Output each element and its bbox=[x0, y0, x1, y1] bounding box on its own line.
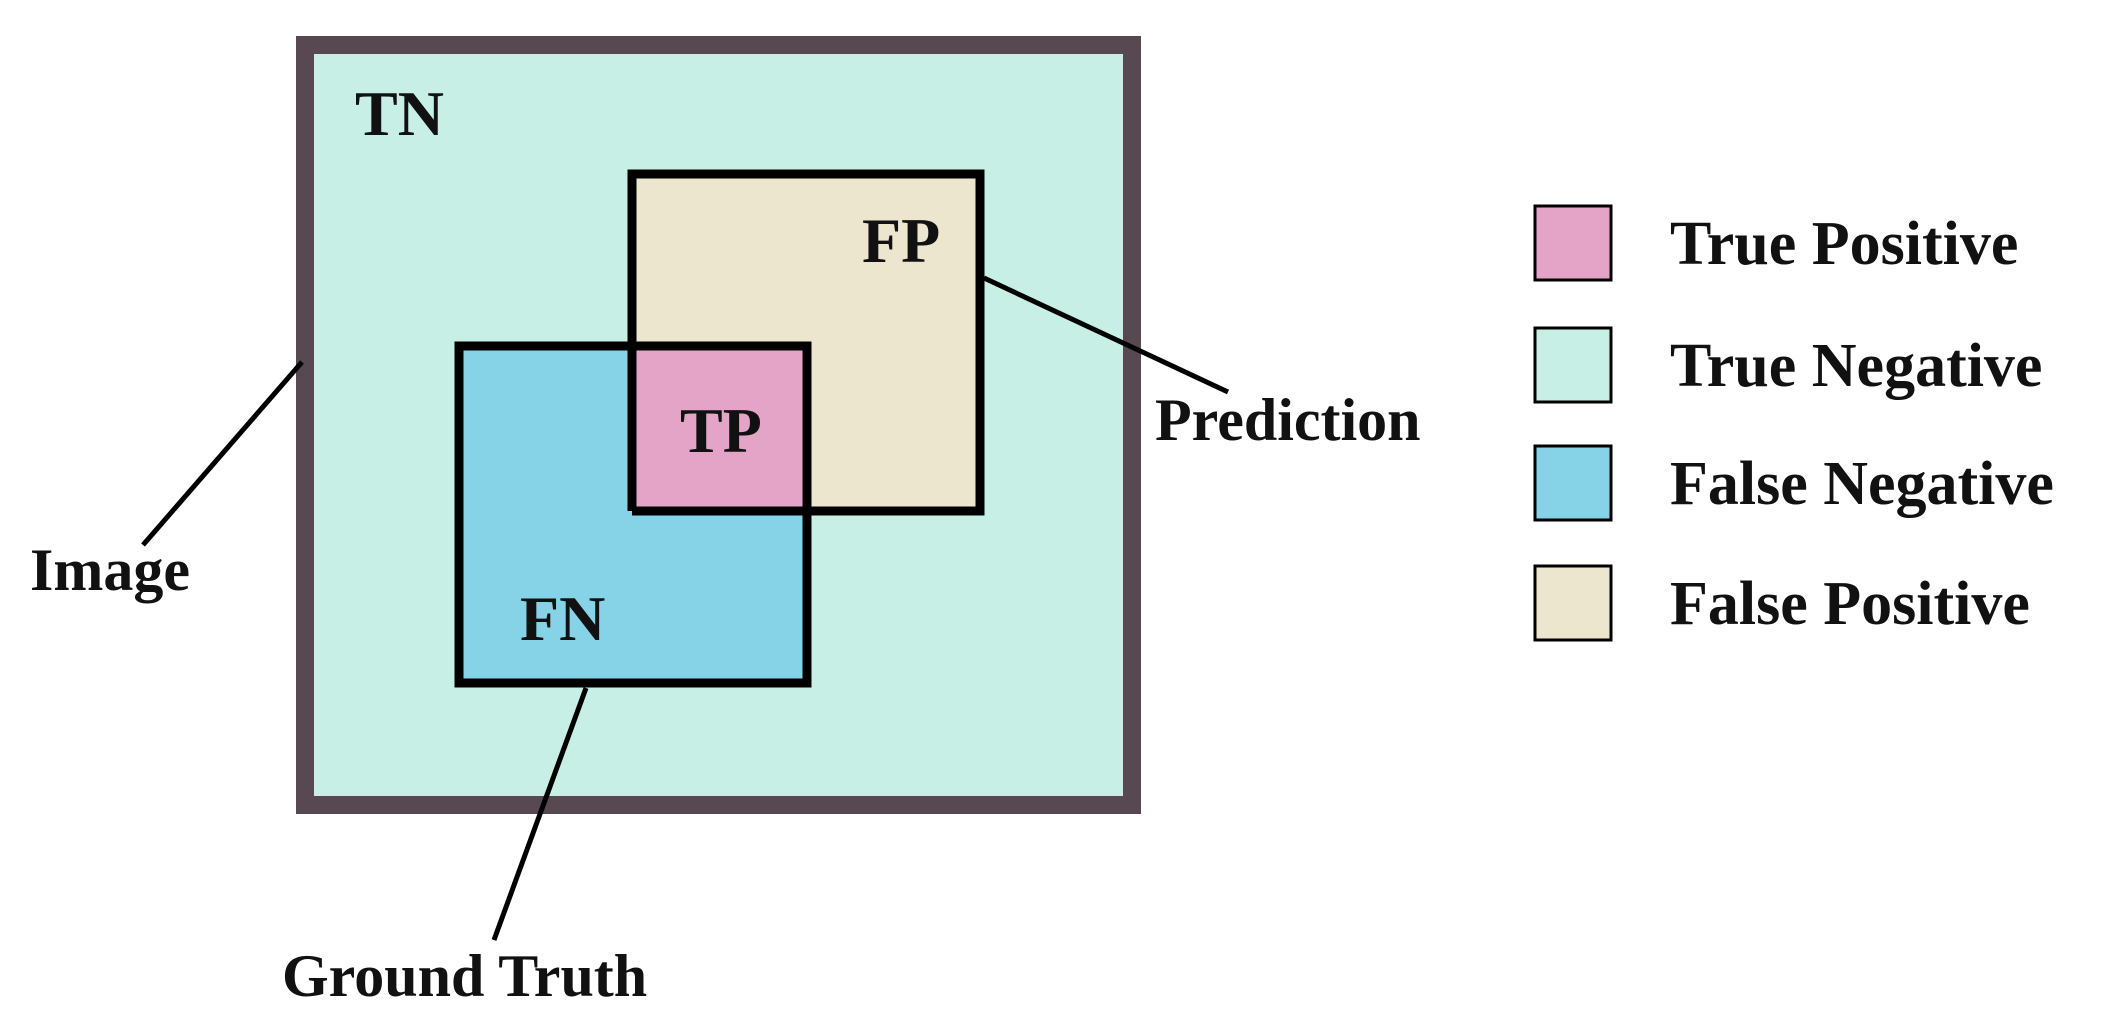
legend-item-true-positive: True Positive bbox=[1533, 204, 2018, 282]
legend-label-true-negative: True Negative bbox=[1670, 332, 2042, 400]
legend-item-true-negative: True Negative bbox=[1533, 326, 2042, 404]
legend-label-true-positive: True Positive bbox=[1670, 210, 2018, 278]
prediction-leader-line bbox=[982, 275, 1230, 395]
image-leader-line bbox=[141, 360, 304, 547]
legend-swatch-false-positive bbox=[1533, 564, 1613, 642]
ground-truth-leader-line bbox=[491, 687, 589, 941]
legend-swatch-true-negative bbox=[1533, 326, 1613, 404]
image-callout-label: Image bbox=[30, 537, 190, 603]
legend-label-false-positive: False Positive bbox=[1670, 570, 2030, 638]
true-positive-overlap bbox=[632, 346, 807, 511]
fn-label: FN bbox=[520, 583, 605, 654]
legend: True Positive True Negative False Negati… bbox=[1533, 204, 2054, 642]
ground-truth-callout-label: Ground Truth bbox=[282, 943, 647, 1009]
legend-label-false-negative: False Negative bbox=[1670, 450, 2054, 518]
tp-label: TP bbox=[680, 395, 762, 466]
legend-swatch-true-positive bbox=[1533, 204, 1613, 282]
legend-item-false-negative: False Negative bbox=[1533, 444, 2054, 522]
legend-swatch-false-negative bbox=[1533, 444, 1613, 522]
fp-label: FP bbox=[862, 205, 940, 276]
tn-label: TN bbox=[355, 78, 444, 149]
legend-item-false-positive: False Positive bbox=[1533, 564, 2030, 642]
prediction-callout-label: Prediction bbox=[1155, 387, 1421, 453]
